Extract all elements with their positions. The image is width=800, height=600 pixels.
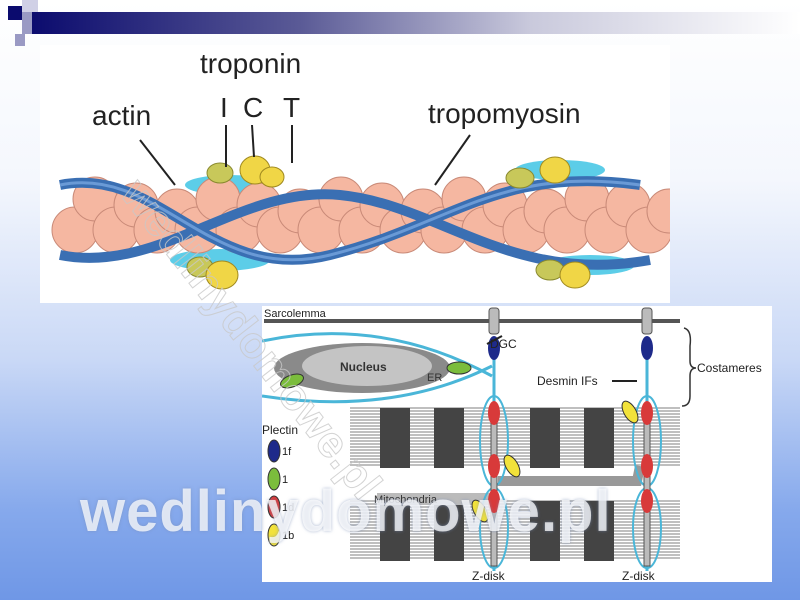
plectin-1d <box>488 401 500 425</box>
label-nucleus: Nucleus <box>340 360 387 374</box>
dgc-complex <box>641 307 653 335</box>
legend-swatch-1f <box>267 439 281 463</box>
label-troponin: troponin <box>200 48 301 79</box>
legend-swatch-1 <box>267 467 281 491</box>
label-sarcolemma: Sarcolemma <box>264 308 327 320</box>
label-troponin-t: T <box>283 92 300 123</box>
pointer-arrows <box>139 124 471 186</box>
plectin-1d <box>641 401 653 425</box>
label-desmin: Desmin IFs <box>537 374 598 388</box>
dgc-arrow <box>486 335 503 345</box>
plectin-1d <box>641 454 653 478</box>
a-band <box>380 408 410 468</box>
label-troponin-i: I <box>220 92 228 123</box>
plectin-1d <box>488 489 500 513</box>
watermark-text: wedlinydomowe.pl <box>80 479 612 544</box>
plectin-1b <box>503 454 521 478</box>
decor-square <box>8 6 22 20</box>
legend-label: 1b <box>282 530 294 542</box>
a-band <box>434 408 464 468</box>
legend-label: 1f <box>282 446 292 458</box>
costamere-bracket <box>681 327 697 407</box>
label-mitochondria: Mitochondria <box>374 494 438 506</box>
plectin-1d <box>641 489 653 513</box>
a-band <box>584 408 614 468</box>
label-tropomyosin: tropomyosin <box>428 98 581 129</box>
a-band <box>530 501 560 561</box>
thin-filament-diagram: troponin I C T actin tropomyosin <box>40 45 692 303</box>
label-dgc: DGC <box>490 337 517 351</box>
a-band <box>434 501 464 561</box>
z-disk <box>643 405 651 567</box>
costamere-diagram: Sarcolemma Nucleus ER Mitochondria DGC D… <box>261 306 772 583</box>
dgc-complex <box>488 307 500 335</box>
label-zdisk-left: Z-disk <box>472 569 506 582</box>
decor-square <box>22 12 32 34</box>
title-bar-gradient <box>30 12 800 34</box>
a-band <box>380 501 410 561</box>
a-band <box>584 501 614 561</box>
label-zdisk-right: Z-disk <box>622 569 656 582</box>
a-band <box>530 408 560 468</box>
legend-swatch-1b <box>267 523 281 547</box>
label-actin: actin <box>92 100 151 131</box>
plectin-1b <box>471 499 489 523</box>
decor-square <box>15 34 25 46</box>
legend-label: 1 <box>282 474 288 486</box>
plectin-1f <box>641 336 653 360</box>
label-er: ER <box>427 372 442 384</box>
plectin-1d <box>488 454 500 478</box>
legend-swatch-1d <box>267 495 281 519</box>
legend-label: 1d <box>282 502 294 514</box>
plectin-1b <box>621 400 639 424</box>
legend-title: Plectin <box>262 423 298 437</box>
decor-square <box>22 0 38 12</box>
label-troponin-c: C <box>243 92 263 123</box>
label-costameres: Costameres <box>697 361 762 375</box>
